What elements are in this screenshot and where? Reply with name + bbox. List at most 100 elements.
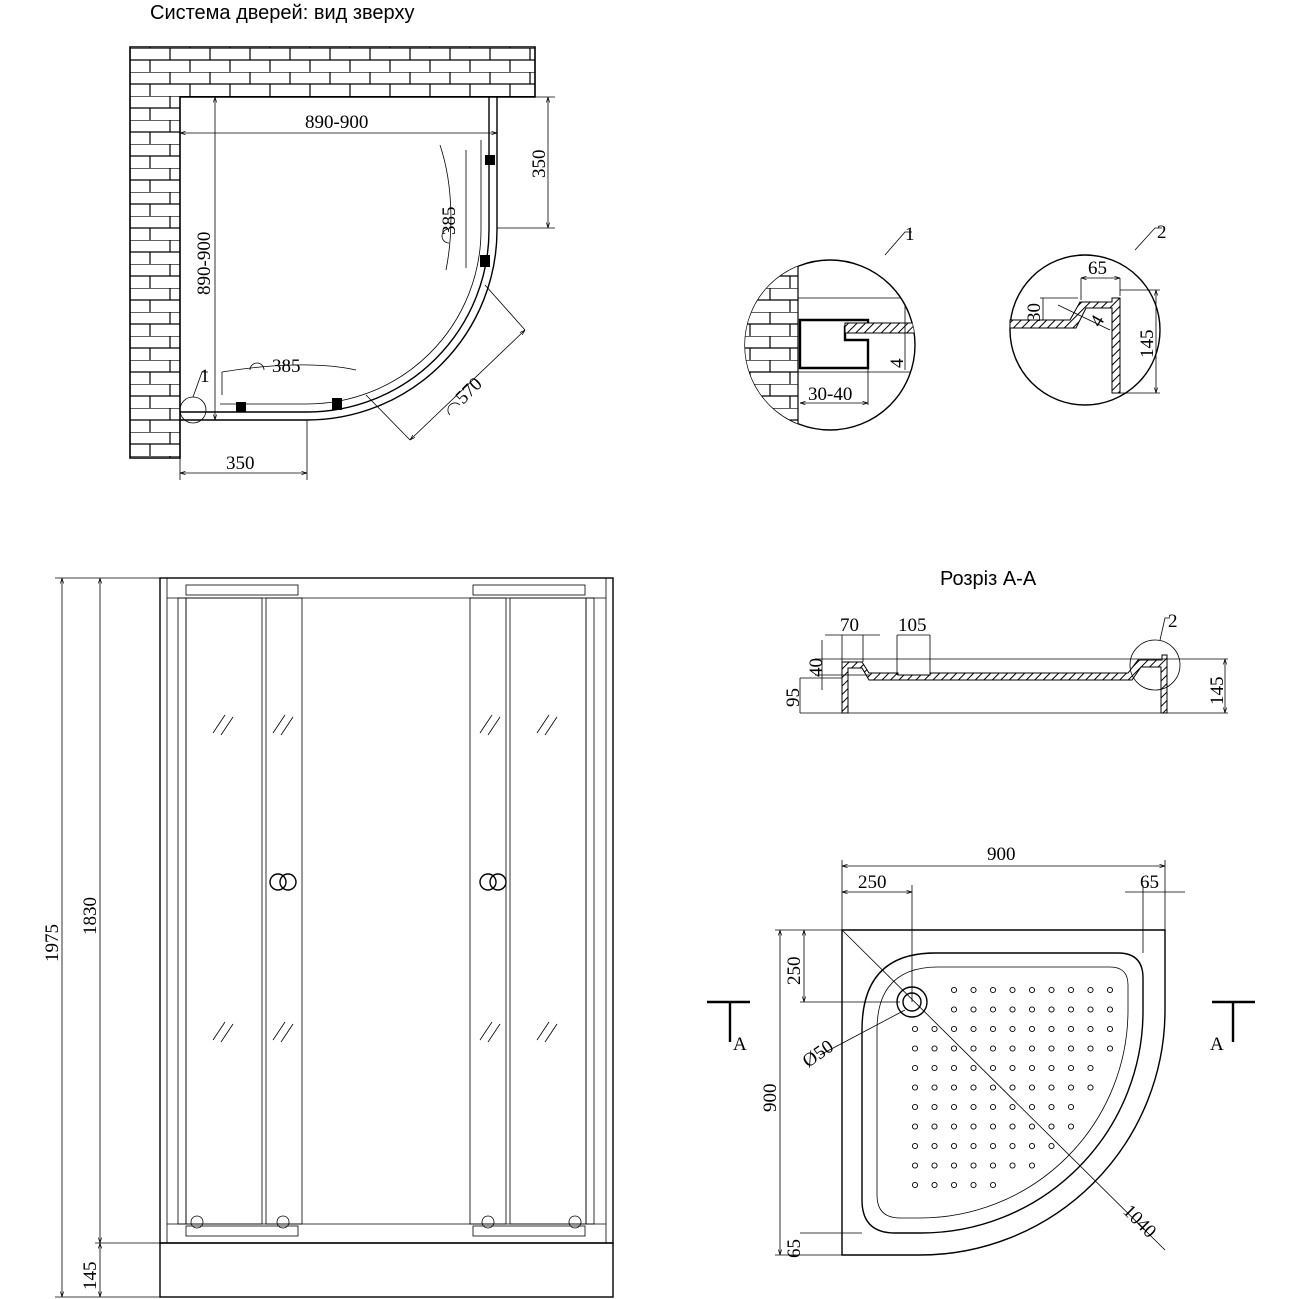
anti-slip-dot (1087, 986, 1094, 994)
anti-slip-dot (950, 1064, 958, 1072)
anti-slip-dot (989, 1084, 997, 1091)
detail-ref: 2 (1168, 611, 1178, 632)
anti-slip-dot (1067, 986, 1075, 994)
anti-slip-dot (1009, 1103, 1016, 1111)
detail-1-ref: 1 (905, 224, 915, 245)
thickness-dimension: 4 (1086, 311, 1109, 330)
arc-symbol (441, 228, 450, 244)
anti-slip-dot (970, 986, 977, 994)
anti-slip-dot (1009, 1084, 1016, 1091)
anti-slip-dot (970, 1123, 977, 1130)
anti-slip-dot (911, 1045, 919, 1052)
anti-slip-dot (911, 1181, 919, 1189)
bottom-offset-dimension: 350 (226, 453, 255, 474)
anti-slip-dot (989, 1103, 997, 1111)
plan-view-title: Система дверей: вид зверху (150, 2, 414, 24)
rollers (190, 1215, 582, 1229)
anti-slip-dot (1048, 1142, 1055, 1150)
anti-slip-dot (1048, 1123, 1055, 1130)
width-dimension: 900 (987, 844, 1016, 865)
anti-slip-dot (1048, 1084, 1055, 1091)
rim-height-dimension: 40 (806, 658, 827, 677)
arc-symbol (447, 402, 461, 416)
rim-width-dimension: 70 (840, 615, 859, 636)
anti-slip-dot (1048, 1006, 1055, 1013)
anti-slip-dot (989, 1142, 997, 1150)
thickness-dimension: 4 (887, 358, 908, 368)
anti-slip-dot (1028, 1103, 1036, 1111)
anti-slip-dot (1009, 1162, 1016, 1169)
drain-offset-y-dimension: 250 (784, 957, 805, 986)
section-marker-label: A (733, 1034, 747, 1055)
anti-slip-dot (1087, 1064, 1094, 1072)
anti-slip-dot (931, 1103, 938, 1111)
anti-slip-dot (1028, 1162, 1036, 1169)
width-dimension: 890-900 (305, 112, 368, 133)
anti-slip-dot (970, 1181, 977, 1189)
sliding-door-left[interactable] (265, 597, 303, 1225)
anti-slip-dot (1009, 986, 1016, 994)
anti-slip-dot (950, 1103, 958, 1111)
anti-slip-dot (950, 1084, 958, 1091)
diagonal-dimension: 1040 (1118, 1201, 1160, 1243)
anti-slip-dot (911, 1064, 919, 1072)
anti-slip-dot (1048, 1103, 1055, 1111)
edge-x-dimension: 65 (1140, 872, 1159, 893)
anti-slip-dot (911, 1103, 919, 1111)
anti-slip-dot (911, 1162, 919, 1169)
total-height-dimension: 1975 (42, 924, 63, 962)
anti-slip-dot (970, 1162, 977, 1169)
section-marker-left (707, 1000, 750, 1042)
anti-slip-dot (950, 986, 958, 994)
anti-slip-dot (950, 1142, 958, 1150)
anti-slip-dot (931, 1025, 938, 1033)
plan-view: Система дверей: вид зверху 1 890-900 890… (129, 2, 555, 480)
anti-slip-dot (1087, 1045, 1094, 1052)
anti-slip-dot (1048, 1025, 1055, 1033)
anti-slip-dot (970, 1064, 977, 1072)
drain-width-dimension: 105 (898, 615, 927, 636)
anti-slip-dot (989, 1181, 997, 1189)
section-title: Розріз А-А (940, 568, 1037, 590)
roller (236, 402, 246, 412)
edge-y-dimension: 65 (784, 1239, 805, 1258)
anti-slip-dot (1009, 1123, 1016, 1130)
anti-slip-dot (1028, 986, 1036, 994)
height-dimension: 30 (1024, 303, 1045, 322)
front-view: 1975 1830 145 (42, 577, 614, 1298)
anti-slip-dot (950, 1006, 958, 1013)
anti-slip-dot (1028, 1142, 1036, 1150)
anti-slip-dot (989, 1025, 997, 1033)
sliding-door-right[interactable] (469, 597, 507, 1225)
gap-dimension: 30-40 (808, 384, 852, 405)
anti-slip-dot (931, 1181, 938, 1189)
cabin-height-dimension: 1830 (80, 897, 101, 935)
anti-slip-dot (989, 1064, 997, 1072)
anti-slip-dot (1009, 1045, 1016, 1052)
door-side-dimension: 385 (439, 207, 460, 236)
section-marker-label: A (1210, 1034, 1224, 1055)
section-marker-right (1212, 1000, 1255, 1042)
glass-reflection-marks (212, 714, 558, 1043)
door-handle[interactable] (269, 873, 297, 891)
inner-height-dimension: 95 (783, 688, 804, 707)
detail-ref: 1 (200, 366, 210, 387)
anti-slip-dot (931, 1142, 938, 1150)
anti-slip-dot (911, 1025, 919, 1033)
anti-slip-dot (931, 1045, 938, 1052)
anti-slip-dot (970, 1045, 977, 1052)
tray-base (159, 1242, 614, 1298)
door-handle[interactable] (479, 873, 507, 891)
anti-slip-dot (1028, 1045, 1036, 1052)
anti-slip-dot (1009, 1025, 1016, 1033)
anti-slip-dot (1028, 1084, 1036, 1091)
anti-slip-dot (970, 1142, 977, 1150)
total-height-dimension: 145 (1207, 677, 1228, 706)
tray-plan: 900 250 65 250 900 65 Ø50 1040 A A (707, 844, 1255, 1258)
glass-panel (509, 597, 587, 1225)
cabin-frame (159, 577, 614, 1244)
anti-slip-dot (1028, 1025, 1036, 1033)
depth-dimension: 900 (760, 1084, 781, 1113)
anti-slip-dot (1067, 1103, 1075, 1111)
